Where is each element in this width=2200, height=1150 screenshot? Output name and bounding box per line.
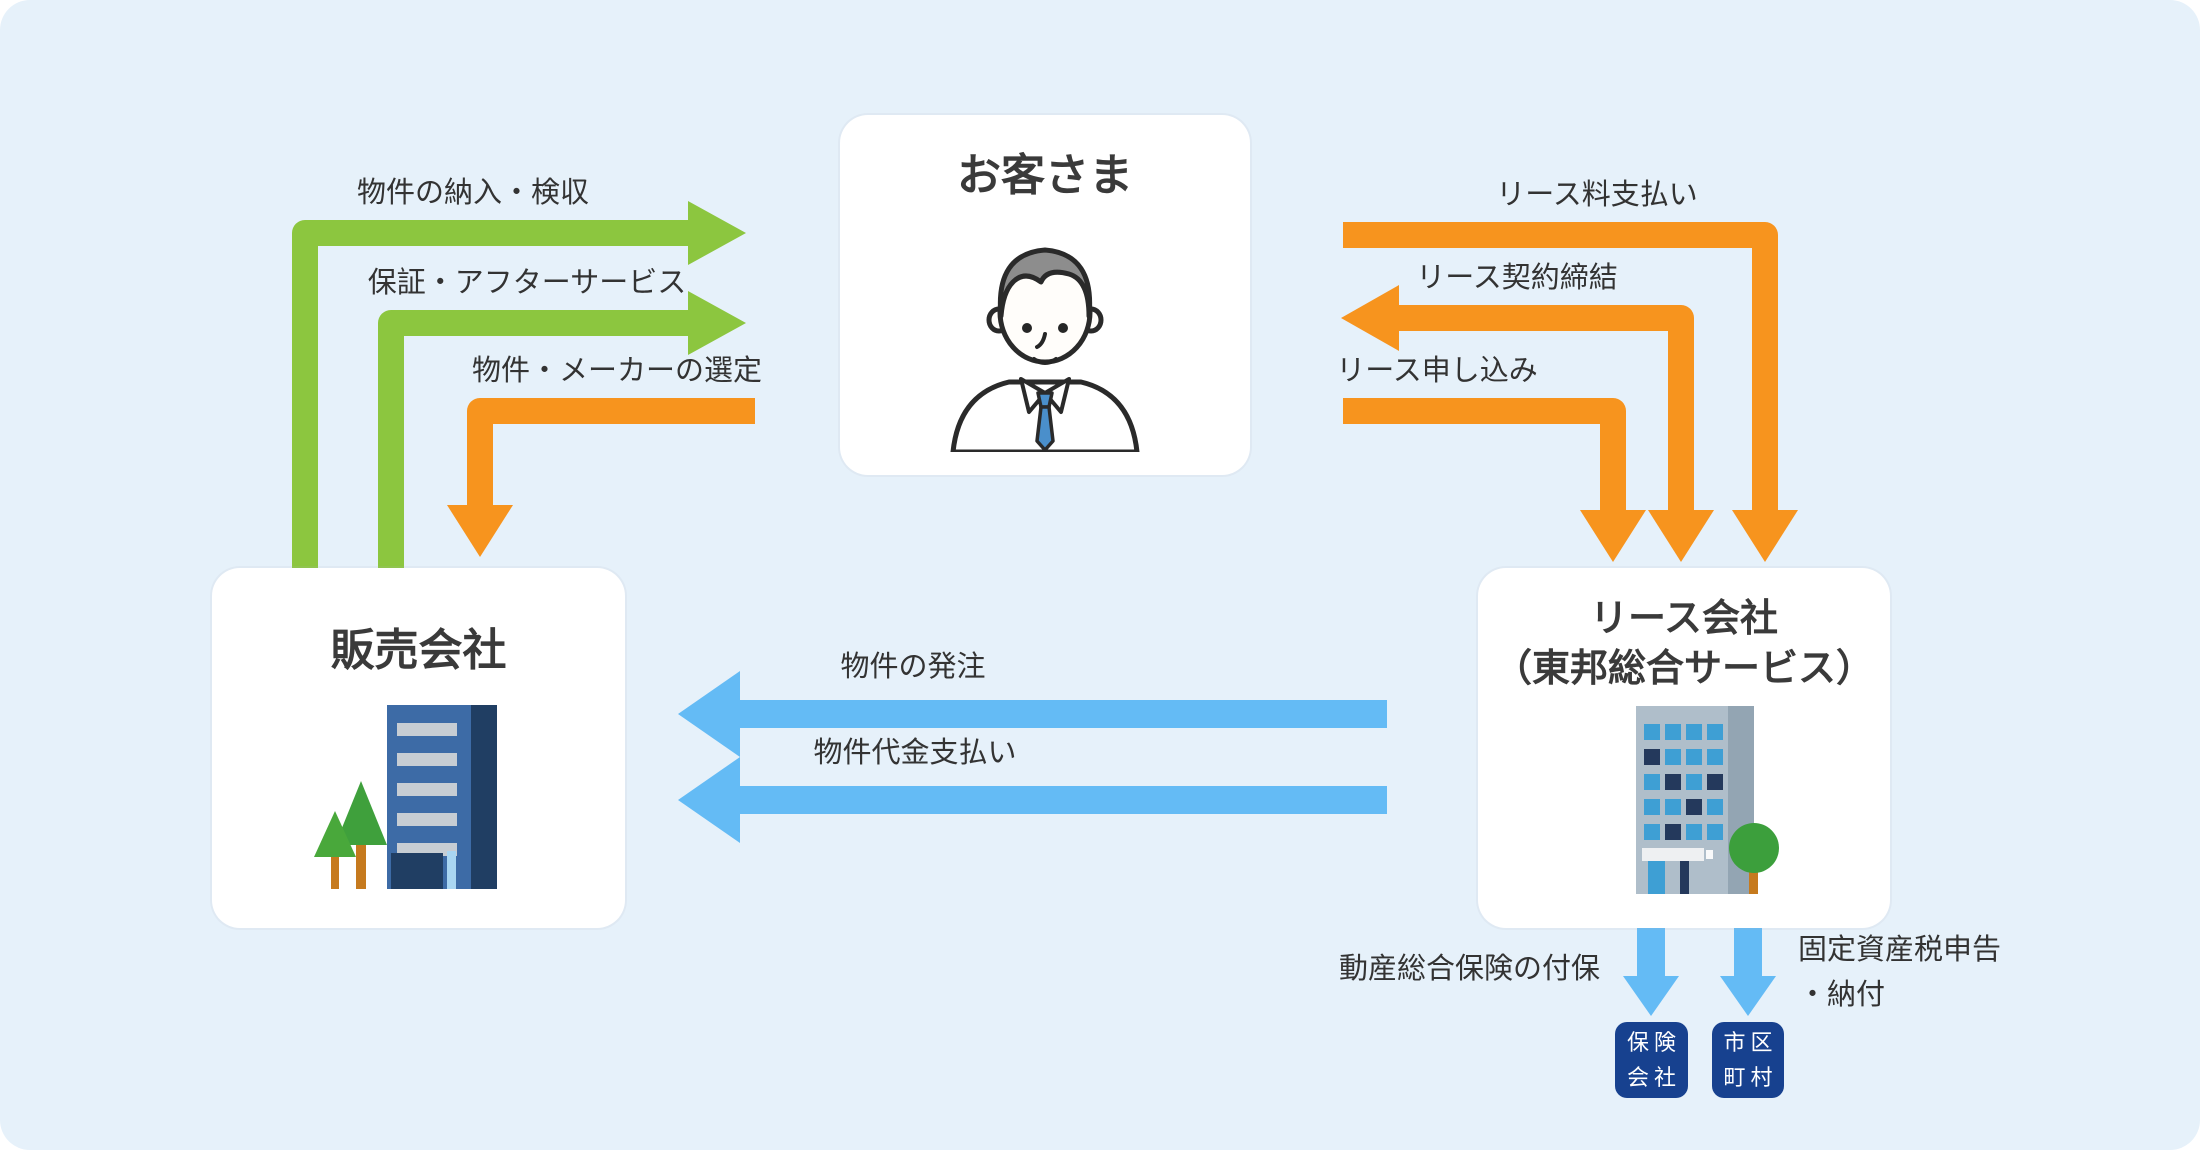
arrow-lease-fee [1343, 222, 1798, 562]
label-warranty: 保証・アフターサービス [367, 267, 687, 299]
label-lease-fee: リース料支払い [1496, 179, 1698, 211]
arrow-warranty [378, 291, 746, 570]
insurance-line1: 保険 [1626, 1029, 1681, 1055]
person-icon [950, 247, 1140, 452]
label-insurance-cover: 動産総合保険の付保 [1338, 953, 1600, 985]
lease-building-icon [1636, 706, 1779, 895]
arrow-lease-contract [1341, 285, 1714, 562]
customer-title: お客さま [957, 151, 1133, 200]
municipality-line2: 町村 [1723, 1065, 1778, 1090]
customer-card: お客さま [840, 115, 1250, 475]
insurance-company-box: 保険 会社 [1615, 1022, 1688, 1098]
label-lease-apply: リース申し込み [1336, 355, 1538, 387]
insurance-line2: 会社 [1626, 1065, 1681, 1090]
arrow-order [678, 671, 1387, 757]
arrow-payment [678, 757, 1387, 843]
lessor-title-line2: （東邦総合サービス） [1493, 648, 1874, 691]
label-order: 物件の発注 [840, 651, 986, 683]
lessor-title: リース会社 （東邦総合サービス） [1494, 594, 1874, 694]
seller-title: 販売会社 [330, 626, 507, 675]
lessor-title-line1: リース会社 [1589, 598, 1779, 640]
municipality-line1: 市区 [1723, 1029, 1778, 1055]
label-payment: 物件代金支払い [813, 737, 1017, 769]
arrow-delivery [292, 201, 746, 570]
label-tax-line1: 固定資産税申告 [1798, 934, 2002, 966]
label-lease-contract: リース契約締結 [1416, 262, 1618, 294]
lessor-card: リース会社 （東邦総合サービス） [1478, 568, 1890, 928]
arrow-tax [1720, 928, 1776, 1016]
label-selection: 物件・メーカーの選定 [471, 355, 763, 387]
office-building-icon [313, 704, 497, 889]
seller-card: 販売会社 [212, 568, 625, 928]
label-tax-line2: ・納付 [1798, 978, 1886, 1011]
arrow-lease-apply [1343, 398, 1646, 562]
arrow-insurance [1623, 928, 1679, 1016]
arrow-selection [447, 398, 755, 557]
label-delivery: 物件の納入・検収 [356, 177, 590, 209]
municipality-box: 市区 町村 [1712, 1022, 1784, 1098]
label-tax: 固定資産税申告 ・納付 [1798, 928, 2001, 1018]
